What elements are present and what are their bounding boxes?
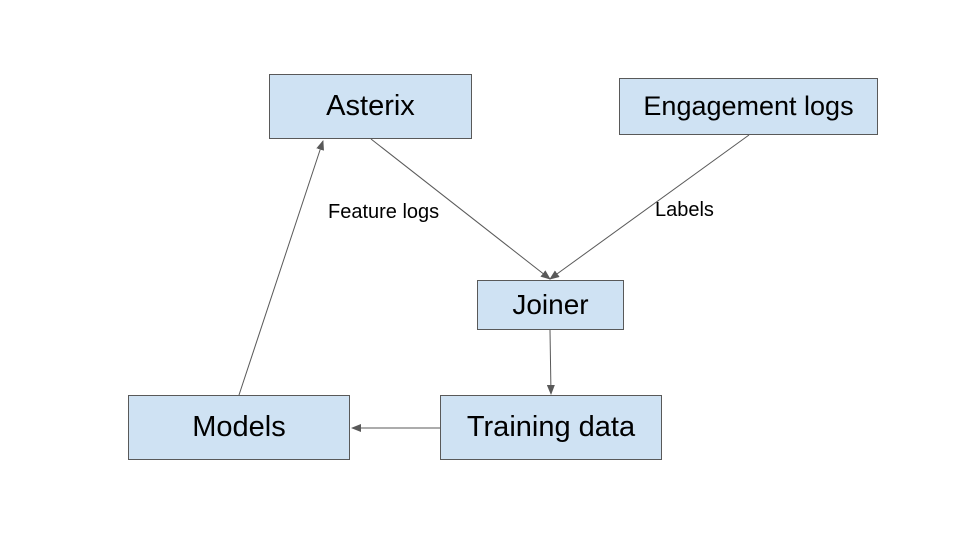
node-models: Models bbox=[128, 395, 350, 460]
node-models-label: Models bbox=[192, 411, 286, 443]
edge-models-to-asterix bbox=[238, 140, 324, 396]
node-training-data-label: Training data bbox=[466, 411, 636, 443]
node-engagement-logs: Engagement logs bbox=[619, 78, 878, 135]
edge-engagement-to-joiner bbox=[549, 134, 750, 280]
node-engagement-logs-label: Engagement logs bbox=[643, 91, 854, 121]
node-asterix: Asterix bbox=[269, 74, 472, 139]
node-joiner-label: Joiner bbox=[512, 289, 589, 320]
edge-joiner-to-training bbox=[546, 329, 555, 395]
node-joiner: Joiner bbox=[477, 280, 624, 330]
edge-label-feature-logs: Feature logs bbox=[328, 201, 440, 223]
node-training-data: Training data bbox=[440, 395, 662, 460]
edge-asterix-to-joiner bbox=[370, 138, 551, 280]
edge-label-labels: Labels bbox=[655, 199, 714, 221]
node-asterix-label: Asterix bbox=[326, 90, 415, 122]
